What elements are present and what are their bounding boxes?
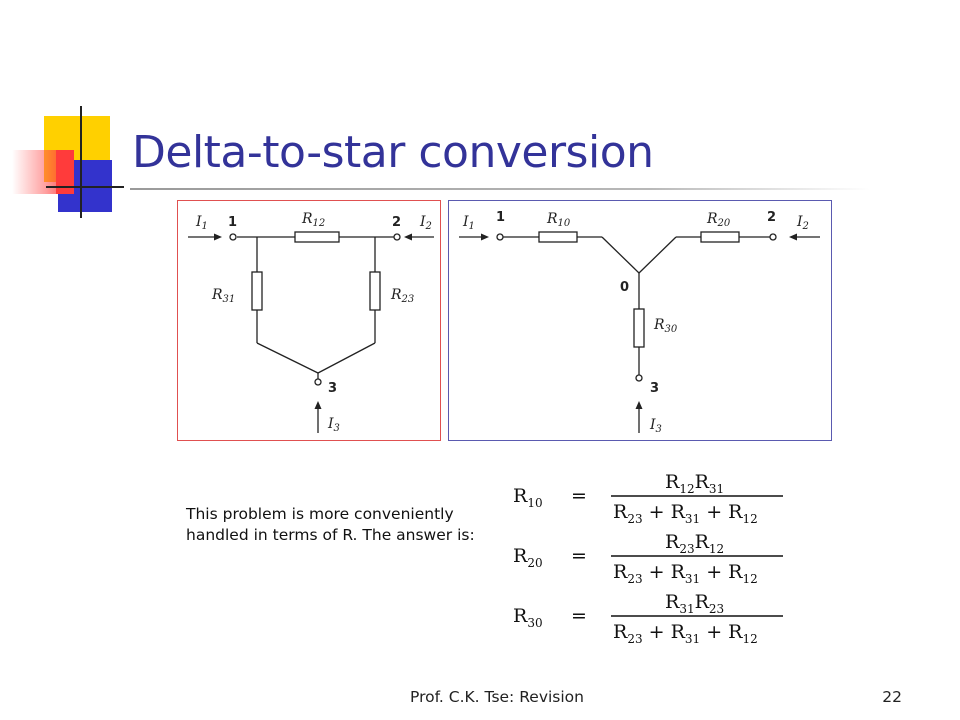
node-label-1: 1 (228, 215, 237, 230)
slide-title: Delta-to-star conversion (132, 127, 654, 178)
current-label-i1: I1 (462, 214, 475, 232)
formula-r10: R10 = R12R31 R23 + R31 + R12 (513, 471, 783, 526)
decor-vertical-line (80, 106, 82, 218)
node-label-3: 3 (650, 381, 659, 396)
resistor-label-r12: R12 (301, 211, 325, 229)
terminal-3 (314, 378, 322, 386)
terminal-2 (393, 233, 401, 241)
terminal-1 (229, 233, 237, 241)
svg-text:=: = (571, 545, 587, 567)
star-circuit-diagram: I1 1 R10 R20 2 I2 0 R30 3 I3 (448, 200, 832, 441)
formula-lhs: R30 (513, 605, 543, 630)
node-label-1: 1 (496, 210, 505, 225)
svg-text:R23 + R31 + R12: R23 + R31 + R12 (613, 561, 758, 586)
svg-text:=: = (571, 605, 587, 627)
svg-text:R23 + R31 + R12: R23 + R31 + R12 (613, 501, 758, 526)
terminal-1 (496, 233, 504, 241)
current-label-i3: I3 (649, 417, 662, 435)
star-circuit-svg: I1 1 R10 R20 2 I2 0 R30 3 I3 (459, 210, 820, 435)
resistor-label-r31: R31 (211, 287, 235, 305)
current-label-i2: I2 (796, 214, 809, 232)
svg-text:=: = (571, 485, 587, 507)
current-label-i2: I2 (419, 214, 432, 232)
slide-footer: Prof. C.K. Tse: Revision (410, 688, 584, 706)
svg-text:R23 + R31 + R12: R23 + R31 + R12 (613, 621, 758, 646)
resistor-r10 (538, 231, 578, 243)
current-label-i1: I1 (195, 214, 208, 232)
conversion-formulas: R10 = R12R31 R23 + R31 + R12 R20 = R23R1… (513, 471, 783, 646)
svg-text:R23R12: R23R12 (665, 531, 724, 556)
formula-lhs: R20 (513, 545, 543, 570)
formula-lhs: R10 (513, 485, 543, 510)
resistor-r23 (369, 271, 381, 311)
resistor-label-r23: R23 (390, 287, 414, 305)
formula-r30: R30 = R31R23 R23 + R31 + R12 (513, 591, 783, 646)
resistor-label-r20: R20 (706, 211, 731, 229)
resistor-label-r10: R10 (546, 211, 571, 229)
page-number: 22 (882, 688, 902, 706)
resistor-r20 (700, 231, 740, 243)
node-label-0: 0 (620, 280, 629, 295)
resistor-label-r30: R30 (653, 317, 678, 335)
delta-circuit-diagram: I1 1 R12 2 I2 R31 R23 3 I3 (177, 200, 441, 441)
delta-circuit-svg: I1 1 R12 2 I2 R31 R23 3 I3 (188, 211, 434, 434)
formula-r20: R20 = R23R12 R23 + R31 + R12 (513, 531, 783, 586)
title-underline (130, 188, 870, 190)
resistor-r31 (251, 271, 263, 311)
svg-text:R31R23: R31R23 (665, 591, 724, 616)
resistor-r30 (633, 308, 645, 348)
node-label-2: 2 (392, 215, 401, 230)
decor-horizontal-line (46, 186, 124, 188)
node-label-2: 2 (767, 210, 776, 225)
svg-text:R12R31: R12R31 (665, 471, 724, 496)
terminal-3 (635, 374, 643, 382)
explanation-text: This problem is more conveniently handle… (186, 505, 475, 544)
node-label-3: 3 (328, 381, 337, 396)
terminal-2 (769, 233, 777, 241)
decor-red-square (56, 150, 74, 194)
current-label-i3: I3 (327, 416, 340, 434)
resistor-r12 (294, 231, 340, 243)
